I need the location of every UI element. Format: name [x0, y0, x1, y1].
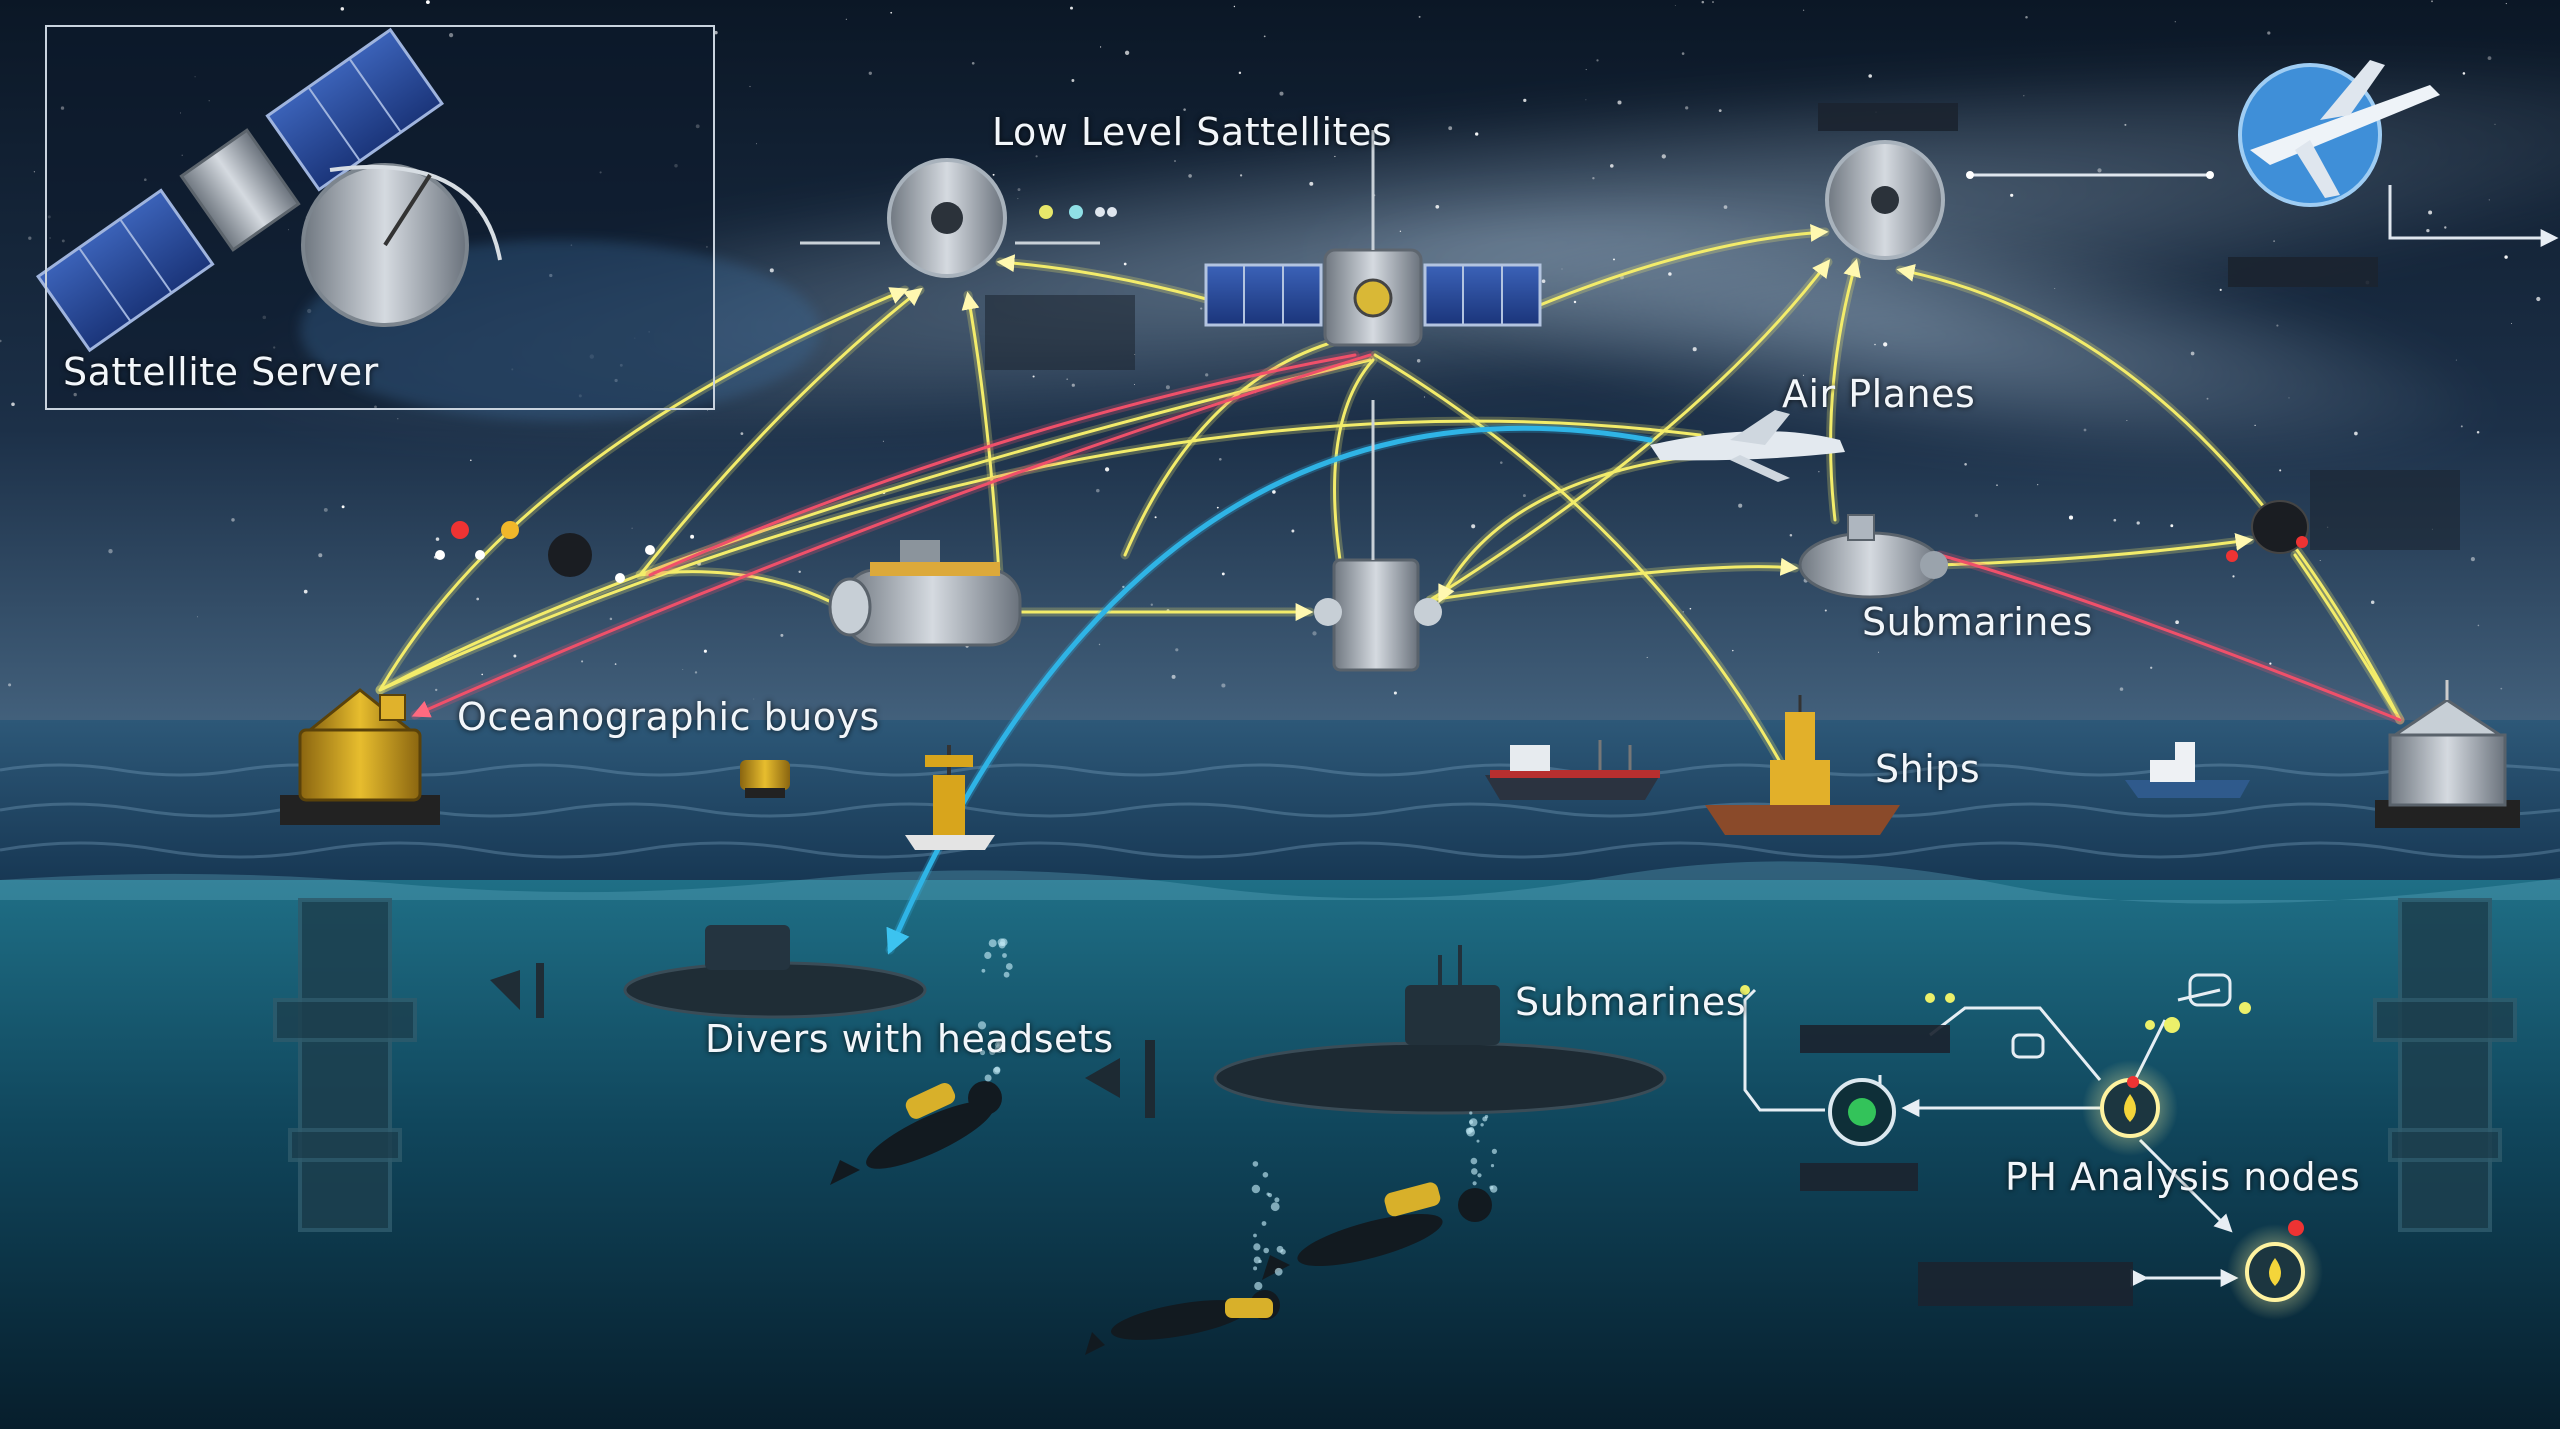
label-oceanographic-buoys: Oceanographic buoys — [457, 695, 880, 739]
label-satellite-server: Sattellite Server — [63, 350, 379, 394]
waterline — [0, 861, 2560, 904]
diver-icon — [830, 1081, 1002, 1185]
label-low-level-satellites: Low Level Sattellites — [992, 110, 1393, 154]
satellite-server-inset — [35, 27, 820, 420]
airplane-icon — [1650, 410, 1845, 482]
sensor-node-icon — [2227, 1220, 2323, 1320]
milky-way-glow — [1305, 192, 2495, 468]
diver-bubbles — [977, 938, 1498, 1291]
redacted-label — [1918, 1262, 2133, 1306]
ph-analysis-network — [1743, 988, 2239, 1287]
left-mooring-structure — [273, 898, 417, 1232]
label-divers: Divers with headsets — [705, 1017, 1114, 1061]
redacted-label — [1800, 1025, 1950, 1053]
submarine-icon — [1085, 945, 1667, 1118]
redacted-label — [1818, 103, 1958, 131]
sensor-node-icon — [1740, 973, 2251, 1059]
central-relay-node — [1314, 400, 1442, 672]
satellite-server-inset-frame — [45, 25, 715, 410]
sensor-node-icon — [1828, 1078, 1896, 1146]
label-submarines-air: Submarines — [1862, 600, 2094, 644]
label-submarines-underwater: Submarines — [1515, 980, 1747, 1024]
low-level-satellite-dish-left — [800, 158, 1117, 278]
diver-icon — [1085, 1290, 1280, 1355]
submarine-icon — [1798, 514, 1948, 599]
drone-node-right — [2226, 500, 2309, 562]
capsule-node-left — [828, 540, 1022, 647]
drone-node-left — [435, 521, 655, 583]
redacted-label — [985, 295, 1135, 370]
ship-icon — [1485, 740, 1660, 800]
satellite-icon — [35, 27, 445, 353]
redacted-label — [2228, 257, 2378, 287]
sensor-node-icon — [2082, 1060, 2178, 1156]
network-links — [375, 223, 2405, 955]
label-ships: Ships — [1875, 747, 1981, 791]
buoy-icon — [2375, 680, 2520, 828]
marker-buoy-icon — [905, 745, 995, 850]
airplane-icon — [2238, 60, 2559, 247]
ship-icon — [1705, 695, 1900, 835]
buoy-icon — [280, 688, 440, 825]
diver-icon — [1262, 1182, 1492, 1280]
satellite-icon — [1204, 130, 1542, 347]
submarine-icon — [490, 925, 927, 1019]
ship-icon — [2125, 742, 2250, 798]
right-mooring-structure — [2373, 898, 2517, 1232]
redacted-label — [2310, 470, 2460, 550]
label-ph-analysis-nodes: PH Analysis nodes — [2005, 1155, 2361, 1199]
label-air-planes: Air Planes — [1782, 372, 1976, 416]
low-level-satellite-dish-right — [1825, 140, 2214, 260]
dish-antenna-icon — [301, 163, 502, 327]
redacted-label — [1800, 1163, 1918, 1191]
small-buoy-icon — [740, 760, 790, 798]
